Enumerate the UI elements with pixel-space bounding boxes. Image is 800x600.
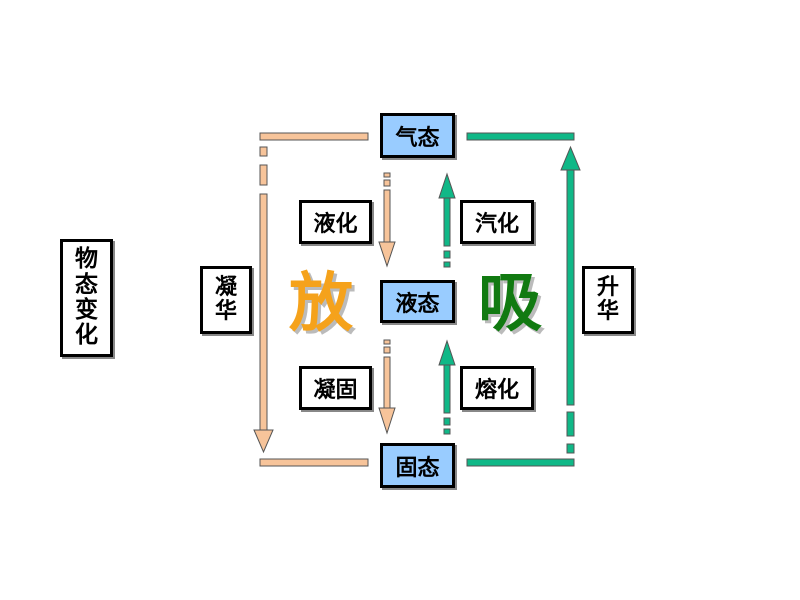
heat-absorb-text: 吸 (478, 267, 542, 341)
deposition-char-2: 华 (214, 299, 237, 324)
state-gas: 气态 (380, 113, 455, 158)
deposition-arrow (253, 132, 369, 467)
solidification-label: 凝固 (299, 366, 372, 410)
deposition-char-1: 凝 (214, 274, 237, 300)
title-char-1: 物 (75, 246, 98, 273)
liquefaction-label: 液化 (299, 200, 372, 244)
title-char-4: 化 (75, 322, 98, 349)
heat-release-text: 放 (289, 267, 353, 341)
title-char-3: 变 (75, 297, 98, 323)
sublimation-char-2: 华 (596, 299, 619, 324)
diagram-title: 物 态 变 化 (60, 239, 113, 357)
state-solid: 固态 (380, 443, 455, 488)
deposition-label: 凝 华 (200, 266, 252, 334)
state-liquid: 液态 (380, 280, 455, 323)
title-char-2: 态 (75, 271, 98, 298)
sublimation-arrow (466, 132, 581, 467)
vaporization-arrow (438, 172, 456, 268)
melting-label: 熔化 (460, 366, 534, 410)
solidification-arrow (378, 339, 396, 435)
sublimation-char-1: 升 (596, 274, 619, 300)
vaporization-label: 汽化 (460, 200, 534, 244)
sublimation-label: 升 华 (582, 266, 634, 334)
liquefaction-arrow (378, 172, 396, 268)
melting-arrow (438, 339, 456, 435)
